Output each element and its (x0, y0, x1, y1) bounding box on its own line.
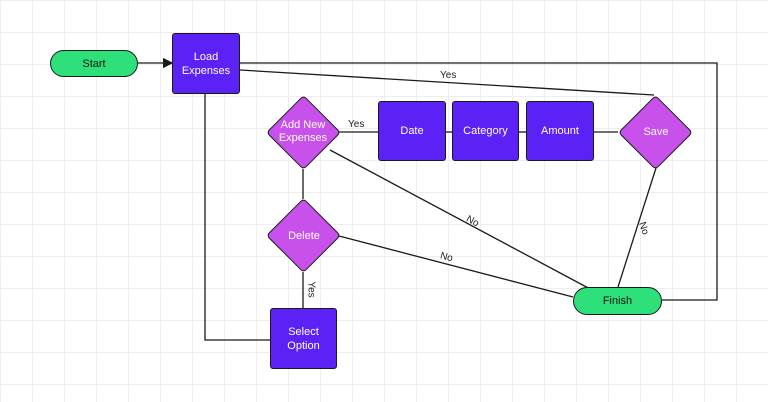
start-node[interactable]: Start (50, 50, 138, 77)
finish-label: Finish (602, 295, 633, 307)
edge-load-to-finish (240, 62, 718, 301)
edge-load-to-save (239, 69, 655, 96)
edge-load-to-select (204, 94, 270, 341)
category-node[interactable]: Category (452, 101, 519, 161)
finish-node[interactable]: Finish (573, 287, 662, 315)
load-expenses-label: Load Expenses (181, 50, 231, 77)
edge-label-delete-yes: Yes (305, 281, 317, 298)
start-label: Start (82, 57, 106, 70)
amount-node[interactable]: Amount (526, 101, 594, 161)
select-option-label: Select Option (287, 325, 320, 352)
date-node[interactable]: Date (378, 101, 446, 161)
category-label: Category (463, 125, 508, 137)
edge-save-to-finish (617, 167, 657, 288)
load-expenses-node[interactable]: Load Expenses (172, 33, 240, 94)
select-option-node[interactable]: Select Option (270, 308, 337, 369)
edge-add-to-finish (329, 149, 593, 291)
edge-label-save-yes: Yes (440, 70, 457, 81)
amount-label: Amount (541, 125, 579, 137)
save-label: Save (643, 125, 669, 138)
edge-delete-to-finish (338, 235, 574, 298)
edge-label-add-yes: Yes (348, 119, 365, 130)
delete-label: Delete (288, 229, 320, 242)
date-label: Date (400, 125, 424, 137)
add-new-expenses-label: Add New Expenses (278, 119, 328, 144)
